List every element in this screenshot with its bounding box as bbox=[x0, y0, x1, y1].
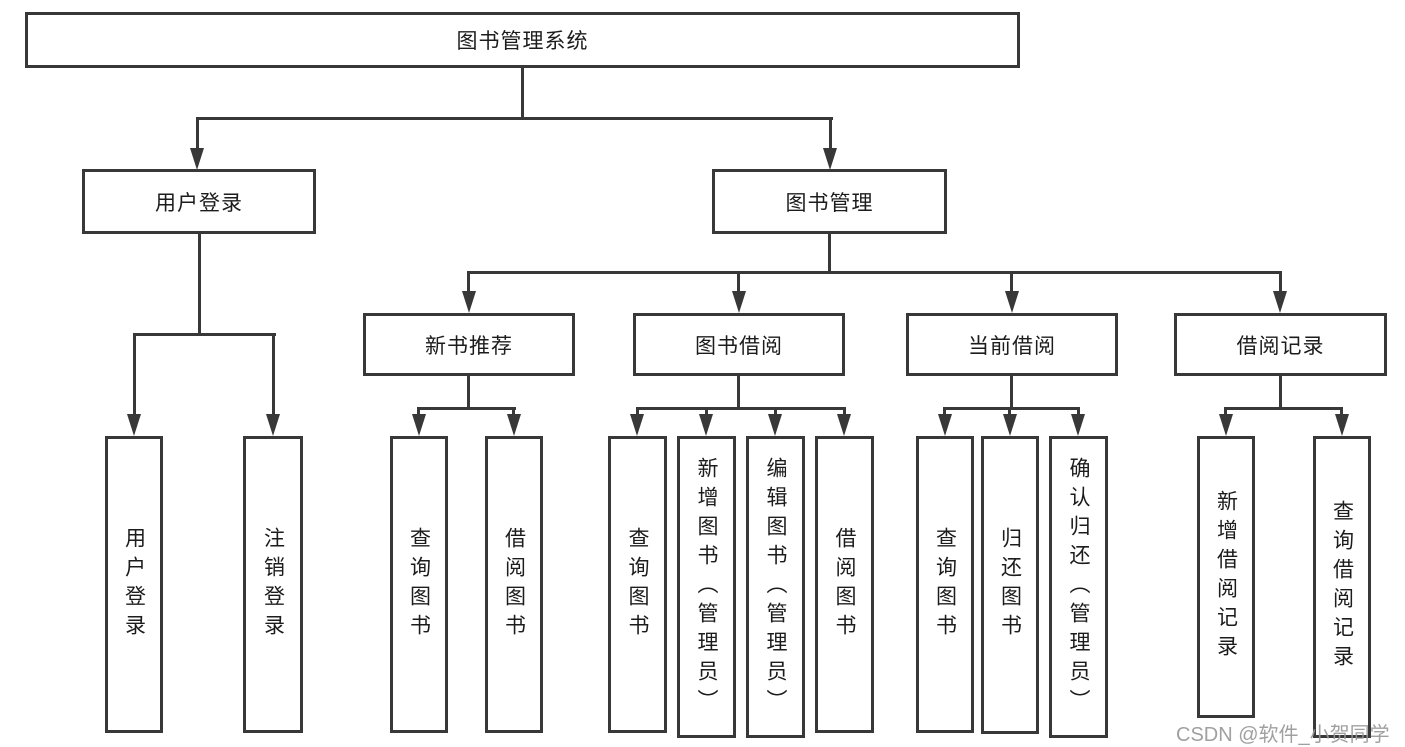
node-borrow-records-label: 借阅记录 bbox=[1236, 334, 1325, 358]
connector-line bbox=[467, 376, 470, 409]
connector-line bbox=[1340, 407, 1343, 416]
node-library-management-system: 图书管理系统 bbox=[25, 12, 1020, 68]
node-new-book-recommend: 新书推荐 bbox=[363, 313, 575, 376]
leaf-recommend-borrow-books: 借阅图书 bbox=[485, 436, 543, 733]
connector-line bbox=[272, 333, 275, 414]
node-library-management-system-label: 图书管理系统 bbox=[456, 30, 589, 53]
arrow-down-icon bbox=[823, 148, 837, 170]
connector-line bbox=[467, 271, 1282, 274]
leaf-confirm-return-admin: 确认归还（管理员） bbox=[1049, 436, 1108, 738]
arrow-down-icon bbox=[1273, 291, 1287, 313]
watermark: CSDN @软件_小贺同学 bbox=[1176, 724, 1390, 746]
leaf-add-books-admin: 新增图书（管理员） bbox=[677, 436, 736, 738]
node-book-borrow: 图书借阅 bbox=[633, 313, 845, 376]
connector-line bbox=[636, 407, 639, 416]
arrow-down-icon bbox=[837, 414, 851, 436]
connector-line bbox=[1224, 407, 1227, 416]
leaf-borrow-books: 借阅图书 bbox=[815, 436, 874, 733]
arrow-down-icon bbox=[732, 291, 746, 313]
connector-line bbox=[829, 117, 832, 149]
leaf-query-borrow-record: 查询借阅记录 bbox=[1313, 436, 1371, 738]
arrow-down-icon bbox=[190, 148, 204, 170]
connector-line bbox=[828, 234, 831, 273]
leaf-edit-books-admin-label: 编辑图书（管理员） bbox=[764, 456, 787, 718]
leaf-add-books-admin-label: 新增图书（管理员） bbox=[695, 456, 718, 718]
node-new-book-recommend-label: 新书推荐 bbox=[425, 334, 513, 358]
arrow-down-icon bbox=[462, 291, 476, 313]
connector-line bbox=[737, 376, 740, 409]
connector-line bbox=[1010, 376, 1013, 409]
connector-line bbox=[636, 407, 846, 410]
leaf-recommend-query-books-label: 查询图书 bbox=[407, 526, 431, 643]
leaf-user-login: 用户登录 bbox=[105, 436, 163, 733]
connector-line bbox=[774, 407, 777, 416]
arrow-down-icon bbox=[768, 414, 782, 436]
leaf-return-books-label: 归还图书 bbox=[998, 527, 1022, 643]
arrow-down-icon bbox=[938, 414, 952, 436]
leaf-add-borrow-record-label: 新增借阅记录 bbox=[1214, 490, 1238, 664]
node-book-management-label: 图书管理 bbox=[785, 191, 874, 215]
node-book-borrow-label: 图书借阅 bbox=[695, 334, 783, 358]
connector-line bbox=[512, 407, 515, 416]
arrow-down-icon bbox=[1003, 414, 1017, 436]
connector-line bbox=[133, 333, 136, 414]
arrow-down-icon bbox=[1335, 414, 1349, 436]
node-user-login: 用户登录 bbox=[82, 169, 316, 234]
leaf-recommend-query-books: 查询图书 bbox=[390, 436, 448, 733]
connector-line bbox=[198, 234, 201, 335]
connector-line bbox=[1225, 407, 1343, 410]
connector-line bbox=[418, 407, 516, 410]
node-borrow-records: 借阅记录 bbox=[1174, 313, 1387, 376]
leaf-logout: 注销登录 bbox=[243, 436, 303, 733]
leaf-edit-books-admin: 编辑图书（管理员） bbox=[746, 436, 805, 738]
node-book-management: 图书管理 bbox=[712, 169, 947, 234]
leaf-query-borrow-record-label: 查询借阅记录 bbox=[1330, 500, 1354, 674]
leaf-current-query-books-label: 查询图书 bbox=[933, 526, 957, 643]
connector-line bbox=[944, 407, 1080, 410]
arrow-down-icon bbox=[1005, 291, 1019, 313]
connector-line bbox=[1279, 271, 1282, 291]
leaf-user-login-label: 用户登录 bbox=[122, 526, 146, 643]
connector-line bbox=[705, 407, 708, 416]
node-current-borrow: 当前借阅 bbox=[906, 313, 1118, 376]
connector-line bbox=[133, 333, 276, 336]
connector-line bbox=[196, 117, 833, 120]
leaf-add-borrow-record: 新增借阅记录 bbox=[1197, 436, 1255, 718]
arrow-down-icon bbox=[412, 414, 426, 436]
arrow-down-icon bbox=[1219, 414, 1233, 436]
leaf-current-query-books: 查询图书 bbox=[916, 436, 974, 733]
arrow-down-icon bbox=[507, 414, 521, 436]
leaf-borrow-query-books-label: 查询图书 bbox=[626, 526, 649, 643]
connector-line bbox=[1077, 407, 1080, 416]
leaf-borrow-books-label: 借阅图书 bbox=[833, 526, 856, 643]
leaf-borrow-query-books: 查询图书 bbox=[608, 436, 667, 733]
leaf-confirm-return-admin-label: 确认归还（管理员） bbox=[1067, 456, 1090, 718]
node-current-borrow-label: 当前借阅 bbox=[968, 334, 1056, 358]
leaf-recommend-borrow-books-label: 借阅图书 bbox=[502, 526, 526, 643]
leaf-return-books: 归还图书 bbox=[981, 436, 1039, 734]
connector-line bbox=[1010, 271, 1013, 291]
connector-line bbox=[943, 407, 946, 416]
connector-line bbox=[196, 117, 199, 149]
connector-line bbox=[521, 67, 524, 119]
arrow-down-icon bbox=[630, 414, 644, 436]
leaf-logout-label: 注销登录 bbox=[261, 526, 285, 643]
connector-line bbox=[417, 407, 420, 416]
connector-line bbox=[737, 271, 740, 291]
connector-line bbox=[467, 271, 470, 291]
arrow-down-icon bbox=[699, 414, 713, 436]
connector-line bbox=[1279, 376, 1282, 409]
arrow-down-icon bbox=[1071, 414, 1085, 436]
connector-line bbox=[1008, 407, 1011, 416]
node-user-login-label: 用户登录 bbox=[155, 191, 243, 215]
arrow-down-icon bbox=[266, 414, 280, 436]
arrow-down-icon bbox=[127, 414, 141, 436]
connector-line bbox=[843, 407, 846, 416]
